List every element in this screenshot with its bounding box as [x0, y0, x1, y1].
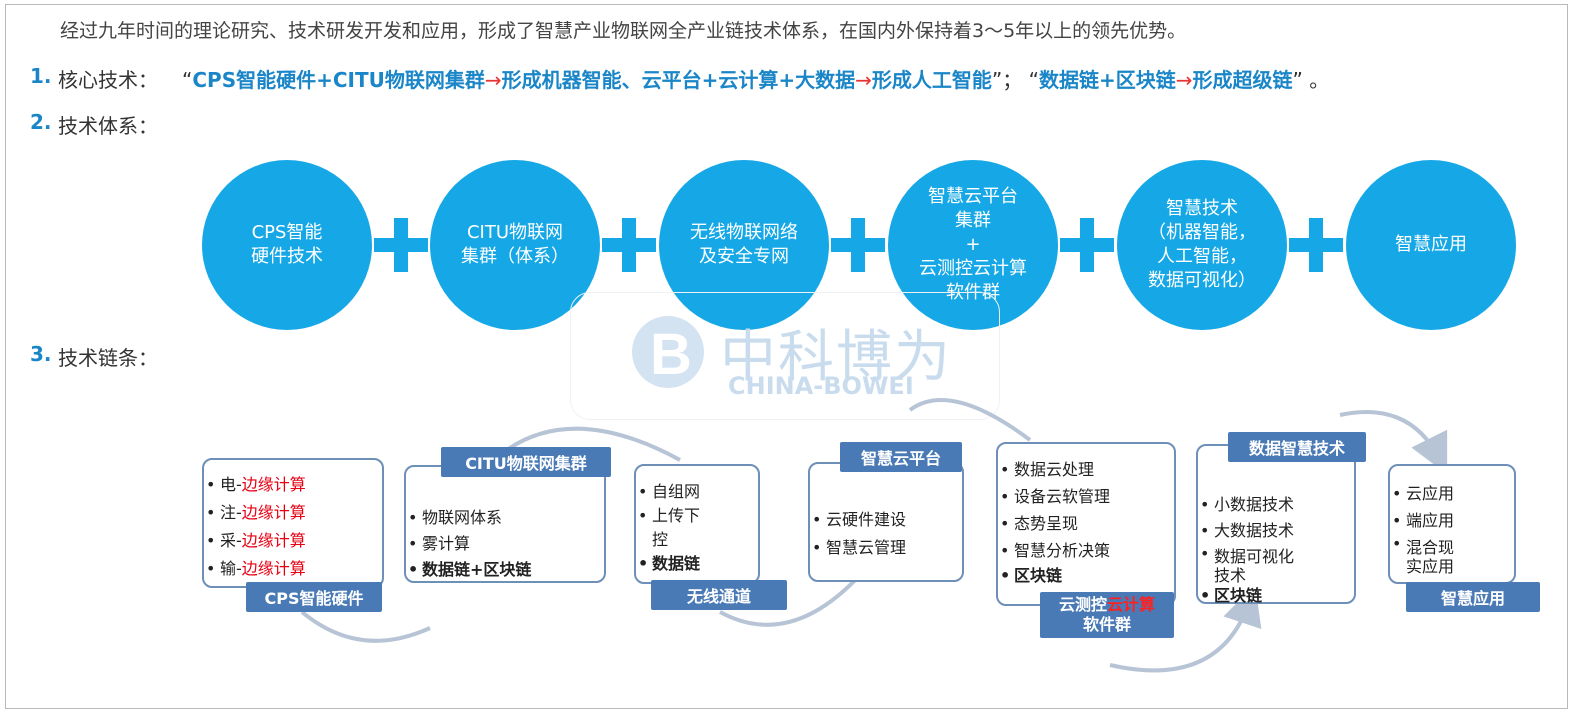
intro-text: 经过九年时间的理论研究、技术研发开发和应用，形成了智慧产业物联网全产业链技术体系…	[60, 20, 1187, 42]
list-item: 区块链	[1198, 585, 1354, 607]
list-item: 区块链	[998, 564, 1174, 588]
list-item: 输-边缘计算	[204, 555, 382, 583]
list-item: 电-边缘计算	[204, 471, 382, 499]
section-2-number: 2.	[30, 110, 52, 134]
tag-software-cluster: 云测控云计算 软件群	[1040, 592, 1174, 638]
arrow-2: →	[855, 68, 872, 92]
core-part-a: CPS智能硬件+CITU物联网集群	[192, 68, 485, 92]
watermark-en-text: CHINA-BOWEI	[728, 372, 914, 400]
outer-frame	[5, 4, 1568, 709]
circle-smart-application: 智慧应用	[1346, 160, 1516, 330]
list-item: 小数据技术	[1198, 492, 1354, 518]
quote-separator: ”； “	[991, 68, 1040, 92]
section-1-number: 1.	[30, 64, 52, 88]
plus-icon	[1289, 218, 1343, 272]
list-item: 云硬件建设	[810, 506, 962, 534]
list-item: 采-边缘计算	[204, 527, 382, 555]
list-item: 大数据技术	[1198, 518, 1354, 544]
tag-wireless-channel: 无线通道	[651, 580, 787, 610]
box-citu-cluster: 物联网体系 雾计算 数据链+区块链	[404, 465, 606, 583]
list-item: 设备云软管理	[998, 483, 1174, 510]
list-item: 自组网	[636, 480, 758, 504]
core-part-b: 形成机器智能、云平台+云计算+大数据	[501, 68, 856, 92]
list-item: 数据可视化 技术	[1198, 544, 1354, 585]
list-item: 端应用	[1390, 507, 1514, 534]
tag-smart-application: 智慧应用	[1406, 582, 1540, 612]
list-item: 上传下 控	[636, 504, 758, 552]
list-item: 物联网体系	[406, 505, 604, 531]
core-tech-line: “CPS智能硬件+CITU物联网集群→形成机器智能、云平台+云计算+大数据→形成…	[182, 64, 1329, 93]
list-item: 数据链+区块链	[406, 557, 604, 583]
list-item: 智慧云管理	[810, 534, 962, 562]
list-item: 数据云处理	[998, 456, 1174, 483]
plus-icon	[374, 218, 428, 272]
section-2-title: 技术体系：	[58, 114, 158, 138]
arrow-1: →	[484, 68, 502, 92]
tag-data-intelligence: 数据智慧技术	[1228, 432, 1366, 462]
box-data-intelligence: 小数据技术 大数据技术 数据可视化 技术 区块链	[1196, 444, 1356, 607]
core-part-c: 形成人工智能	[871, 68, 992, 92]
plus-icon	[831, 218, 885, 272]
core-part-d: 数据链+区块链	[1039, 68, 1176, 92]
box-cps-hardware: 电-边缘计算 注-边缘计算 采-边缘计算 输-边缘计算	[202, 458, 384, 588]
circle-cps-hardware: CPS智能 硬件技术	[202, 160, 372, 330]
watermark-frame	[570, 292, 1000, 420]
circle-wireless-network: 无线物联网络 及安全专网	[659, 160, 829, 330]
section-3-number: 3.	[30, 342, 52, 366]
box-software-cluster: 数据云处理 设备云软管理 态势呈现 智慧分析决策 区块链	[996, 442, 1176, 606]
list-item: 注-边缘计算	[204, 499, 382, 527]
circle-cloud-platform: 智慧云平台 集群 + 云测控云计算 软件群	[888, 160, 1058, 330]
box-cloud-platform: 云硬件建设 智慧云管理	[808, 462, 964, 582]
tag-cps-hardware: CPS智能硬件	[246, 582, 382, 612]
circle-smart-tech: 智慧技术 （机器智能， 人工智能， 数据可视化）	[1117, 160, 1287, 330]
list-item: 智慧分析决策	[998, 537, 1174, 564]
list-item: 云应用	[1390, 480, 1514, 507]
arrow-3: →	[1175, 68, 1193, 92]
list-item: 混合现 实应用	[1390, 534, 1514, 576]
list-item: 雾计算	[406, 531, 604, 557]
section-3-title: 技术链条：	[58, 346, 158, 370]
plus-icon	[602, 218, 656, 272]
list-item: 态势呈现	[998, 510, 1174, 537]
box-smart-application: 云应用 端应用 混合现 实应用	[1388, 464, 1516, 584]
list-item: 数据链	[636, 552, 758, 576]
plus-icon	[1060, 218, 1114, 272]
quote-open: “	[182, 68, 193, 92]
tag-citu-cluster: CITU物联网集群	[441, 447, 611, 477]
quote-close: ” 。	[1292, 68, 1330, 92]
watermark-cn-text: 中科博为	[720, 325, 952, 390]
core-part-e: 形成超级链	[1192, 68, 1293, 92]
tag-cloud-platform: 智慧云平台	[840, 442, 962, 472]
section-1-title: 核心技术：	[58, 68, 158, 92]
box-wireless-channel: 自组网 上传下 控 数据链	[634, 464, 760, 584]
